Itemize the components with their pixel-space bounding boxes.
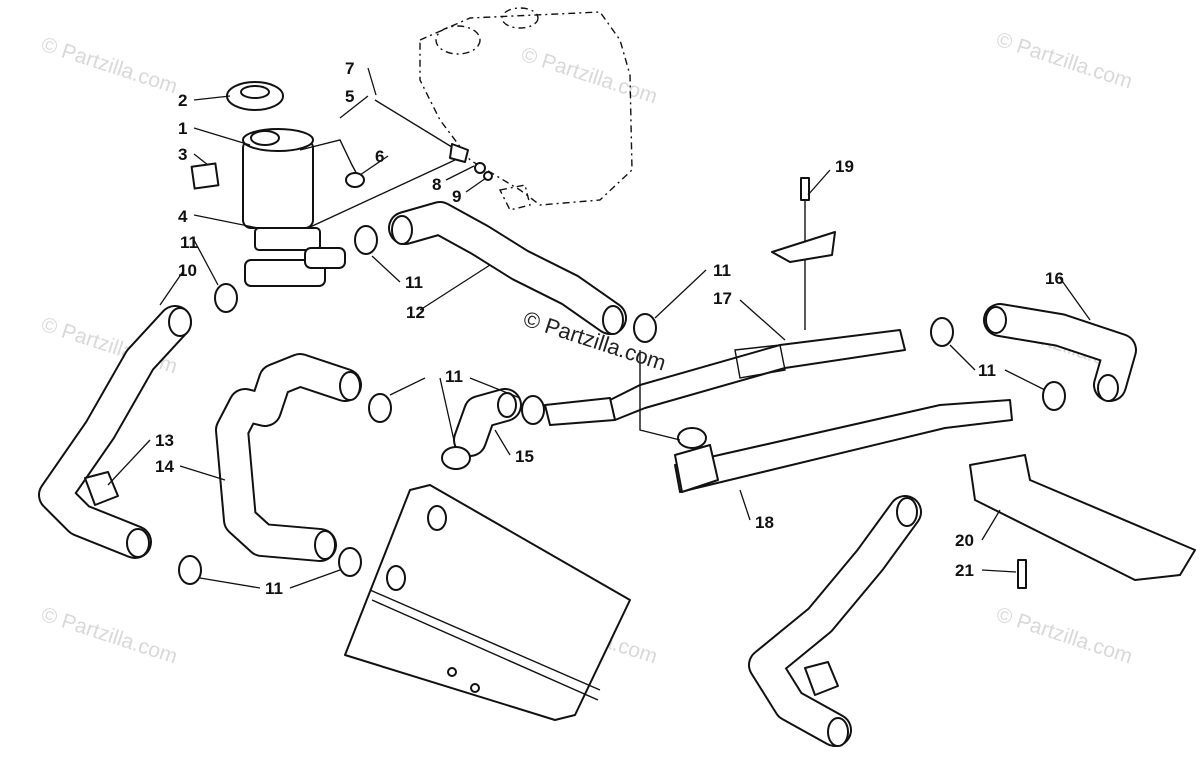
radiator-panel xyxy=(344,484,631,721)
callout-13: 13 xyxy=(155,431,174,450)
callout-9: 9 xyxy=(452,187,461,206)
hose-15 xyxy=(453,388,522,457)
callout-11e: 11 xyxy=(713,261,731,280)
callout-8: 8 xyxy=(432,175,441,194)
radiator-cap xyxy=(226,81,284,111)
callout-6: 6 xyxy=(375,147,384,166)
callout-4: 4 xyxy=(178,207,188,226)
callout-15: 15 xyxy=(515,447,534,466)
tank-outline xyxy=(419,7,633,211)
callout-21: 21 xyxy=(955,561,974,580)
heat-exchanger-lower xyxy=(639,350,1013,493)
hose-lower-right xyxy=(748,495,922,747)
hose-12 xyxy=(388,201,627,335)
callout-7: 7 xyxy=(345,59,354,78)
callout-19: 19 xyxy=(835,157,854,176)
callouts: 2 1 3 4 7 5 6 8 9 11 10 11 12 13 14 11 1… xyxy=(155,59,1064,598)
callout-14: 14 xyxy=(155,457,174,476)
callout-11b: 11 xyxy=(405,273,423,292)
hose-14 xyxy=(215,353,362,562)
hose-10 xyxy=(38,305,192,559)
callout-12: 12 xyxy=(406,303,425,322)
hose-16 xyxy=(983,303,1137,402)
callout-18: 18 xyxy=(755,513,774,532)
coolant-reservoir xyxy=(242,128,346,287)
decal xyxy=(190,162,220,190)
callout-3: 3 xyxy=(178,145,187,164)
callout-16: 16 xyxy=(1045,269,1064,288)
callout-11f: 11 xyxy=(978,361,996,380)
callout-5: 5 xyxy=(345,87,354,106)
overflow-tube xyxy=(299,99,493,229)
heat-exchanger-upper xyxy=(544,329,906,426)
watermark-bottom-right: © Partzilla.com xyxy=(993,603,1135,669)
watermark-bottom-left: © Partzilla.com xyxy=(38,603,180,669)
hose-clamps xyxy=(84,225,1066,696)
callout-17: 17 xyxy=(713,289,732,308)
skid-plate xyxy=(969,454,1196,589)
watermark-top-right: © Partzilla.com xyxy=(993,28,1135,94)
callout-10: 10 xyxy=(178,261,197,280)
callout-2: 2 xyxy=(178,91,187,110)
watermark-top-center: © Partzilla.com xyxy=(518,43,660,109)
leader-lines xyxy=(107,67,1091,589)
callout-20: 20 xyxy=(955,531,974,550)
callout-11d: 11 xyxy=(445,367,463,386)
watermark-top-left: © Partzilla.com xyxy=(38,33,180,99)
bracket-19 xyxy=(771,177,836,330)
callout-11c: 11 xyxy=(265,579,283,598)
callout-11a: 11 xyxy=(180,233,198,252)
callout-1: 1 xyxy=(178,119,187,138)
